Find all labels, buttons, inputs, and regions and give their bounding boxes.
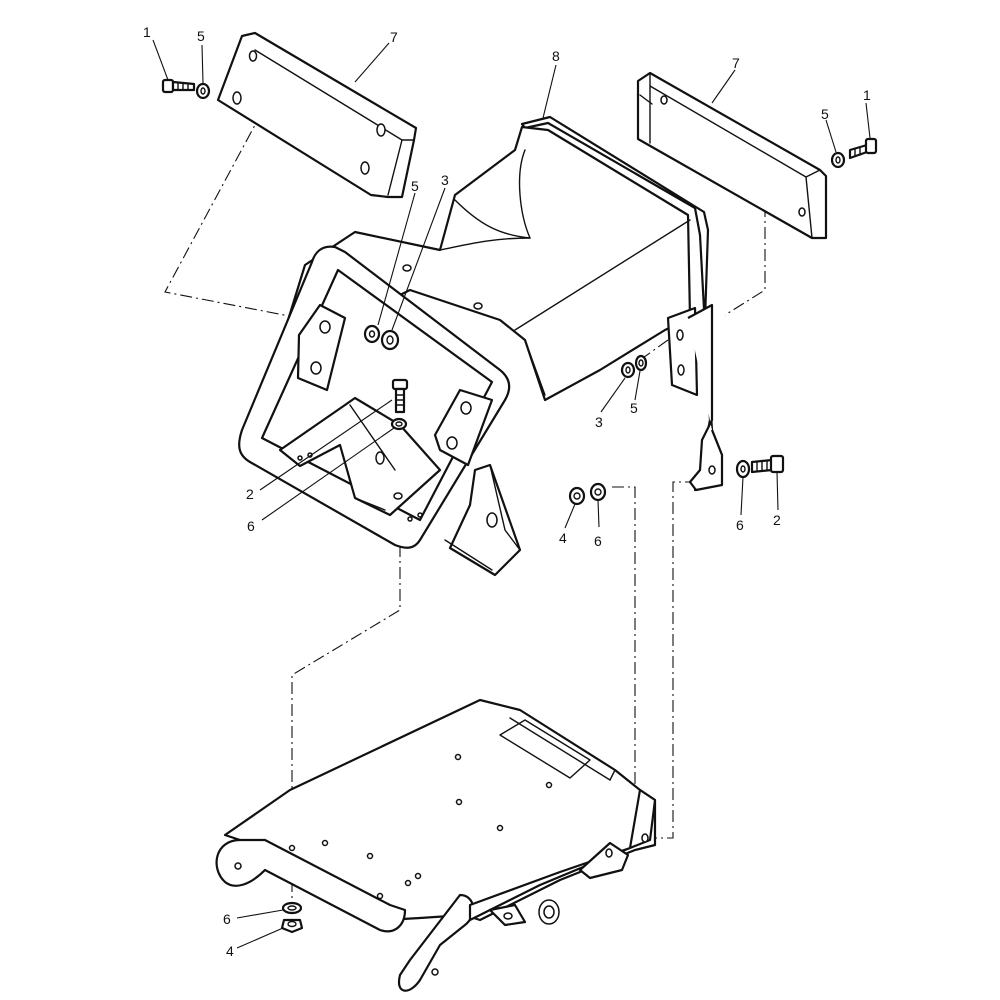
callout-7-right-channel: 7: [732, 55, 740, 71]
callout-6-mid: 6: [594, 533, 602, 549]
bolt-1-right: [848, 137, 878, 160]
callout-7-left-strip: 7: [390, 29, 398, 45]
washer-5-left: [195, 82, 211, 100]
callout-2-left: 2: [246, 486, 254, 502]
callout-1-top-left: 1: [143, 24, 151, 40]
washer-6-right: [735, 459, 751, 479]
callout-4-mid: 4: [559, 530, 567, 546]
main-housing: [238, 115, 724, 577]
washer-6-mid: [589, 482, 607, 502]
mounting-strip-left: [216, 31, 418, 199]
bolt-1-left: [161, 78, 196, 94]
callout-1-top-right: 1: [863, 87, 871, 103]
callout-6-bottom: 6: [223, 911, 231, 927]
callout-6-right: 6: [736, 517, 744, 533]
callout-3-right: 3: [595, 414, 603, 430]
callout-2-right: 2: [773, 512, 781, 528]
mounting-channel-right: [636, 71, 828, 240]
washer-6-bottom: [281, 901, 303, 915]
callout-labels: 1 5 7 8 7 5 1 5 3 3 5 2 6 4 6 6 2 6 4: [143, 24, 871, 959]
callout-6-left: 6: [247, 518, 255, 534]
callout-5-right: 5: [630, 400, 638, 416]
nut-4-mid: [568, 486, 586, 506]
callout-4-bottom: 4: [226, 943, 234, 959]
hardware: [161, 78, 878, 934]
bolt-2-center: [391, 378, 409, 414]
nut-3-right: [620, 361, 636, 379]
washer-5-side: [634, 354, 648, 372]
callout-5-top-right: 5: [821, 106, 829, 122]
callout-3-center: 3: [441, 172, 449, 188]
nut-4-bottom: [280, 918, 304, 934]
leader-lines: [152, 39, 871, 949]
washer-5-center: [363, 324, 381, 344]
callout-5-center: 5: [411, 178, 419, 194]
washer-5-right: [830, 151, 846, 169]
callout-8-housing: 8: [552, 48, 560, 64]
bolt-2-right: [750, 454, 785, 474]
nut-3-center: [380, 329, 400, 351]
callout-5-top-left: 5: [197, 28, 205, 44]
washer-6-center: [390, 417, 408, 431]
base-frame: [215, 698, 657, 992]
